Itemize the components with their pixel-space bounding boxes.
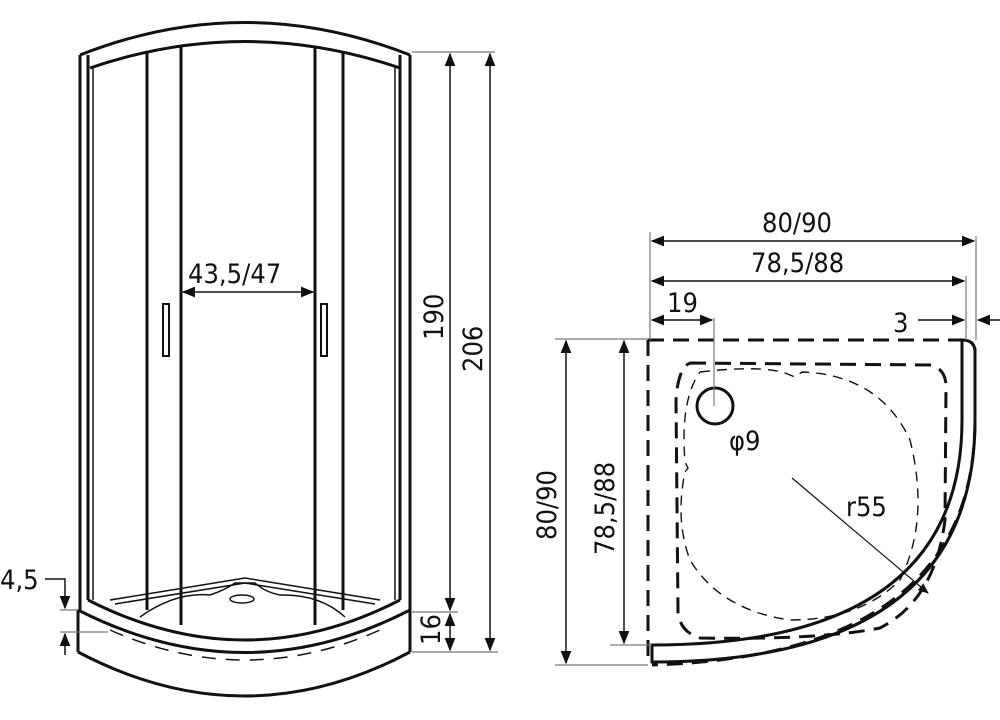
glass-height-label: 190 <box>419 294 450 340</box>
door-width-label: 43,5/47 <box>188 259 281 290</box>
total-height-label: 206 <box>458 326 489 372</box>
top-view <box>646 338 977 667</box>
frame-gap-label: 3 <box>893 308 908 339</box>
front-dimensions <box>60 51 498 653</box>
drain-offset-label: 19 <box>667 288 698 319</box>
drain-icon <box>695 386 735 426</box>
radius-dimension <box>791 477 929 594</box>
radius-label: r55 <box>846 492 887 523</box>
front-view <box>76 21 412 698</box>
left-handle-icon <box>162 303 170 357</box>
tray-height-label: 16 <box>416 614 447 645</box>
outer-depth-label: 80/90 <box>532 470 563 540</box>
outer-width-label: 80/90 <box>762 208 832 239</box>
inner-depth-label: 78,5/88 <box>590 462 621 555</box>
drain-diameter-label: φ9 <box>729 426 760 457</box>
tray-step-label: 4,5 <box>0 565 39 596</box>
tray-step-leader <box>45 578 71 610</box>
inner-width-label: 78,5/88 <box>751 248 844 279</box>
right-handle-icon <box>320 303 328 357</box>
